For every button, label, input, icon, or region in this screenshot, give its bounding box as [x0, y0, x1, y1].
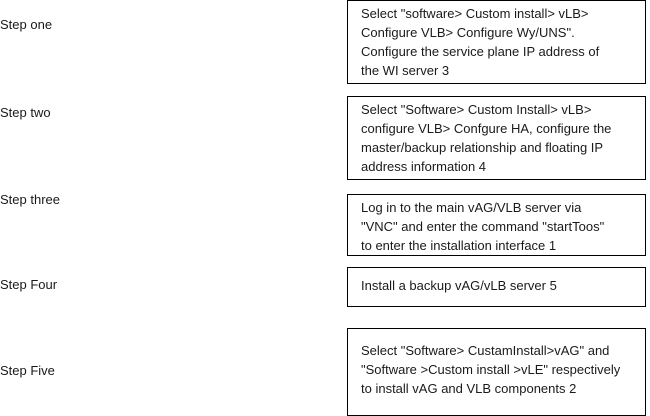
step-three-line: to enter the installation interface 1	[361, 238, 557, 253]
step-five-line: "Software >Custom install >vLE" respecti…	[361, 362, 621, 377]
step-two-line: address information 4	[361, 159, 487, 174]
step-three-label: Step three	[0, 192, 60, 207]
step-one-line: the WI server 3	[361, 63, 450, 78]
step-four-box: Install a backup vAG/vLB server 5	[347, 267, 646, 307]
step-two-box: Select "Software> Custom Install> vLB> c…	[347, 96, 646, 180]
step-three-line: Log in to the main vAG/VLB server via	[361, 200, 582, 215]
step-four-line: Install a backup vAG/vLB server 5	[361, 278, 557, 293]
step-two-line: configure VLB> Confgure HA, configure th…	[361, 121, 612, 136]
step-one-line: Select "software> Custom install> vLB>	[361, 6, 589, 21]
step-four-label: Step Four	[0, 277, 58, 292]
step-five-box: Select "Software> CustamInstall>vAG" and…	[347, 328, 646, 416]
step-three-box: Log in to the main vAG/VLB server via "V…	[347, 194, 646, 256]
step-five-label: Step Five	[0, 363, 55, 378]
step-five-line: Select "Software> CustamInstall>vAG" and	[361, 343, 610, 358]
step-five-line: to install vAG and VLB components 2	[361, 381, 577, 396]
step-one-box: Select "software> Custom install> vLB> C…	[347, 0, 646, 84]
step-two-line: Select "Software> Custom Install> vLB>	[361, 102, 592, 117]
step-two-label: Step two	[0, 105, 51, 120]
step-three-line: "VNC" and enter the command "startToos"	[361, 219, 605, 234]
step-two-line: master/backup relationship and floating …	[361, 140, 604, 155]
step-one-line: Configure the service plane IP address o…	[361, 44, 600, 59]
step-one-label: Step one	[0, 17, 53, 32]
step-one-line: Configure VLB> Configure Wy/UNS".	[361, 25, 575, 40]
